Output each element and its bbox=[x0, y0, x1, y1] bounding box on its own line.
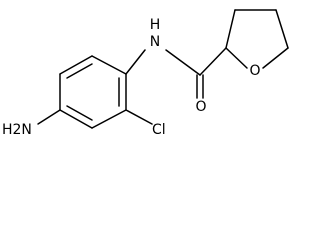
amide-nitrogen-label: N bbox=[150, 34, 160, 50]
ring-oxygen-label: O bbox=[249, 63, 260, 79]
amino-bond bbox=[37, 109, 61, 125]
thf-ring-bond bbox=[225, 9, 236, 49]
ring-bond bbox=[59, 109, 93, 129]
thf-ring-bond bbox=[225, 47, 248, 69]
aromatic-double-bond bbox=[66, 63, 93, 79]
aryl-amide-bond bbox=[125, 49, 146, 75]
chloro-bond bbox=[125, 109, 153, 125]
chlorine-label: Cl bbox=[152, 122, 166, 138]
acyl-bond bbox=[199, 47, 227, 76]
aromatic-double-bond bbox=[66, 105, 93, 121]
thf-ring-bond bbox=[262, 47, 289, 69]
ring-bond bbox=[91, 109, 127, 129]
ring-bond bbox=[91, 55, 127, 75]
amino-group-label: H2N bbox=[2, 122, 32, 138]
amide-bond bbox=[165, 49, 201, 76]
thf-ring-bond bbox=[275, 9, 289, 49]
amide-hydrogen-label: H bbox=[150, 17, 161, 33]
chemical-structure: H2N H N Cl O O bbox=[2, 9, 289, 138]
carbonyl-oxygen-label: O bbox=[195, 99, 206, 115]
ring-bond bbox=[59, 55, 93, 75]
